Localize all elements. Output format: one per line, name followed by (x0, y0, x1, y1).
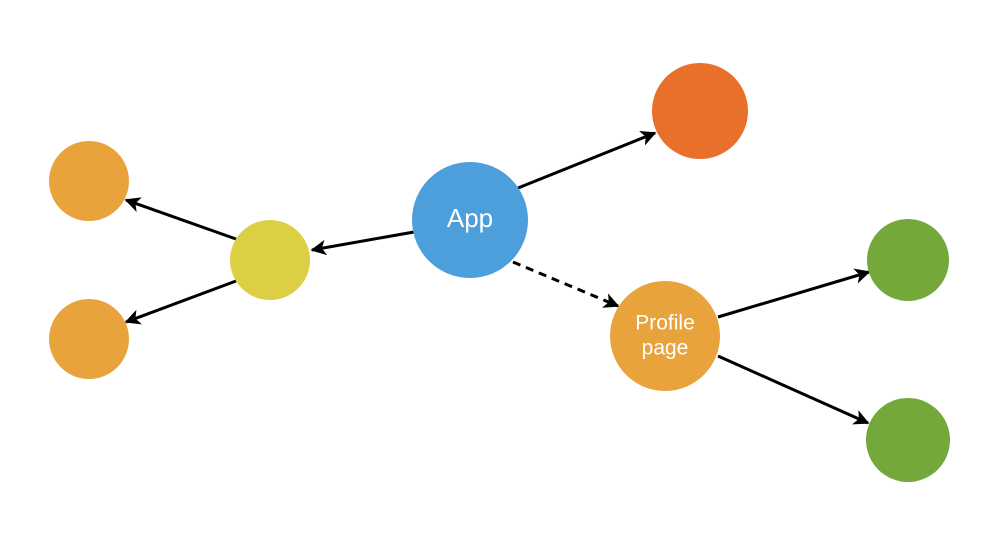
edge-app-to-yellow[interactable] (310, 230, 415, 256)
node-app-label: App (447, 203, 493, 233)
edge-app-to-orange-top-right[interactable] (517, 130, 657, 190)
node-orange-top-right[interactable] (652, 63, 748, 159)
node-orange-top-right-circle[interactable] (652, 63, 748, 159)
node-green-upper-right-circle[interactable] (867, 219, 949, 301)
node-green-lower-right-circle[interactable] (866, 398, 950, 482)
node-orange-upper-left-circle[interactable] (49, 141, 129, 221)
edge-profile-page-to-green-upper-right[interactable] (717, 268, 871, 319)
edge-app-to-profile-page[interactable] (512, 260, 620, 308)
node-yellow-center-left-circle[interactable] (230, 220, 310, 300)
edge-yellow-to-orange-upper-left[interactable] (124, 197, 237, 241)
node-app-circle[interactable] (412, 162, 528, 278)
node-green-upper-right[interactable] (867, 219, 949, 301)
node-orange-upper-left[interactable] (49, 141, 129, 221)
node-orange-lower-left-circle[interactable] (49, 299, 129, 379)
node-orange-lower-left[interactable] (49, 299, 129, 379)
node-profile-page-circle[interactable] (610, 281, 720, 391)
node-yellow-center-left[interactable] (230, 220, 310, 300)
node-app[interactable]: App (412, 162, 528, 278)
edge-profile-page-to-green-lower-right[interactable] (717, 354, 870, 425)
node-green-lower-right[interactable] (866, 398, 950, 482)
edges-layer (124, 130, 871, 425)
edge-yellow-to-orange-lower-left[interactable] (124, 279, 237, 325)
